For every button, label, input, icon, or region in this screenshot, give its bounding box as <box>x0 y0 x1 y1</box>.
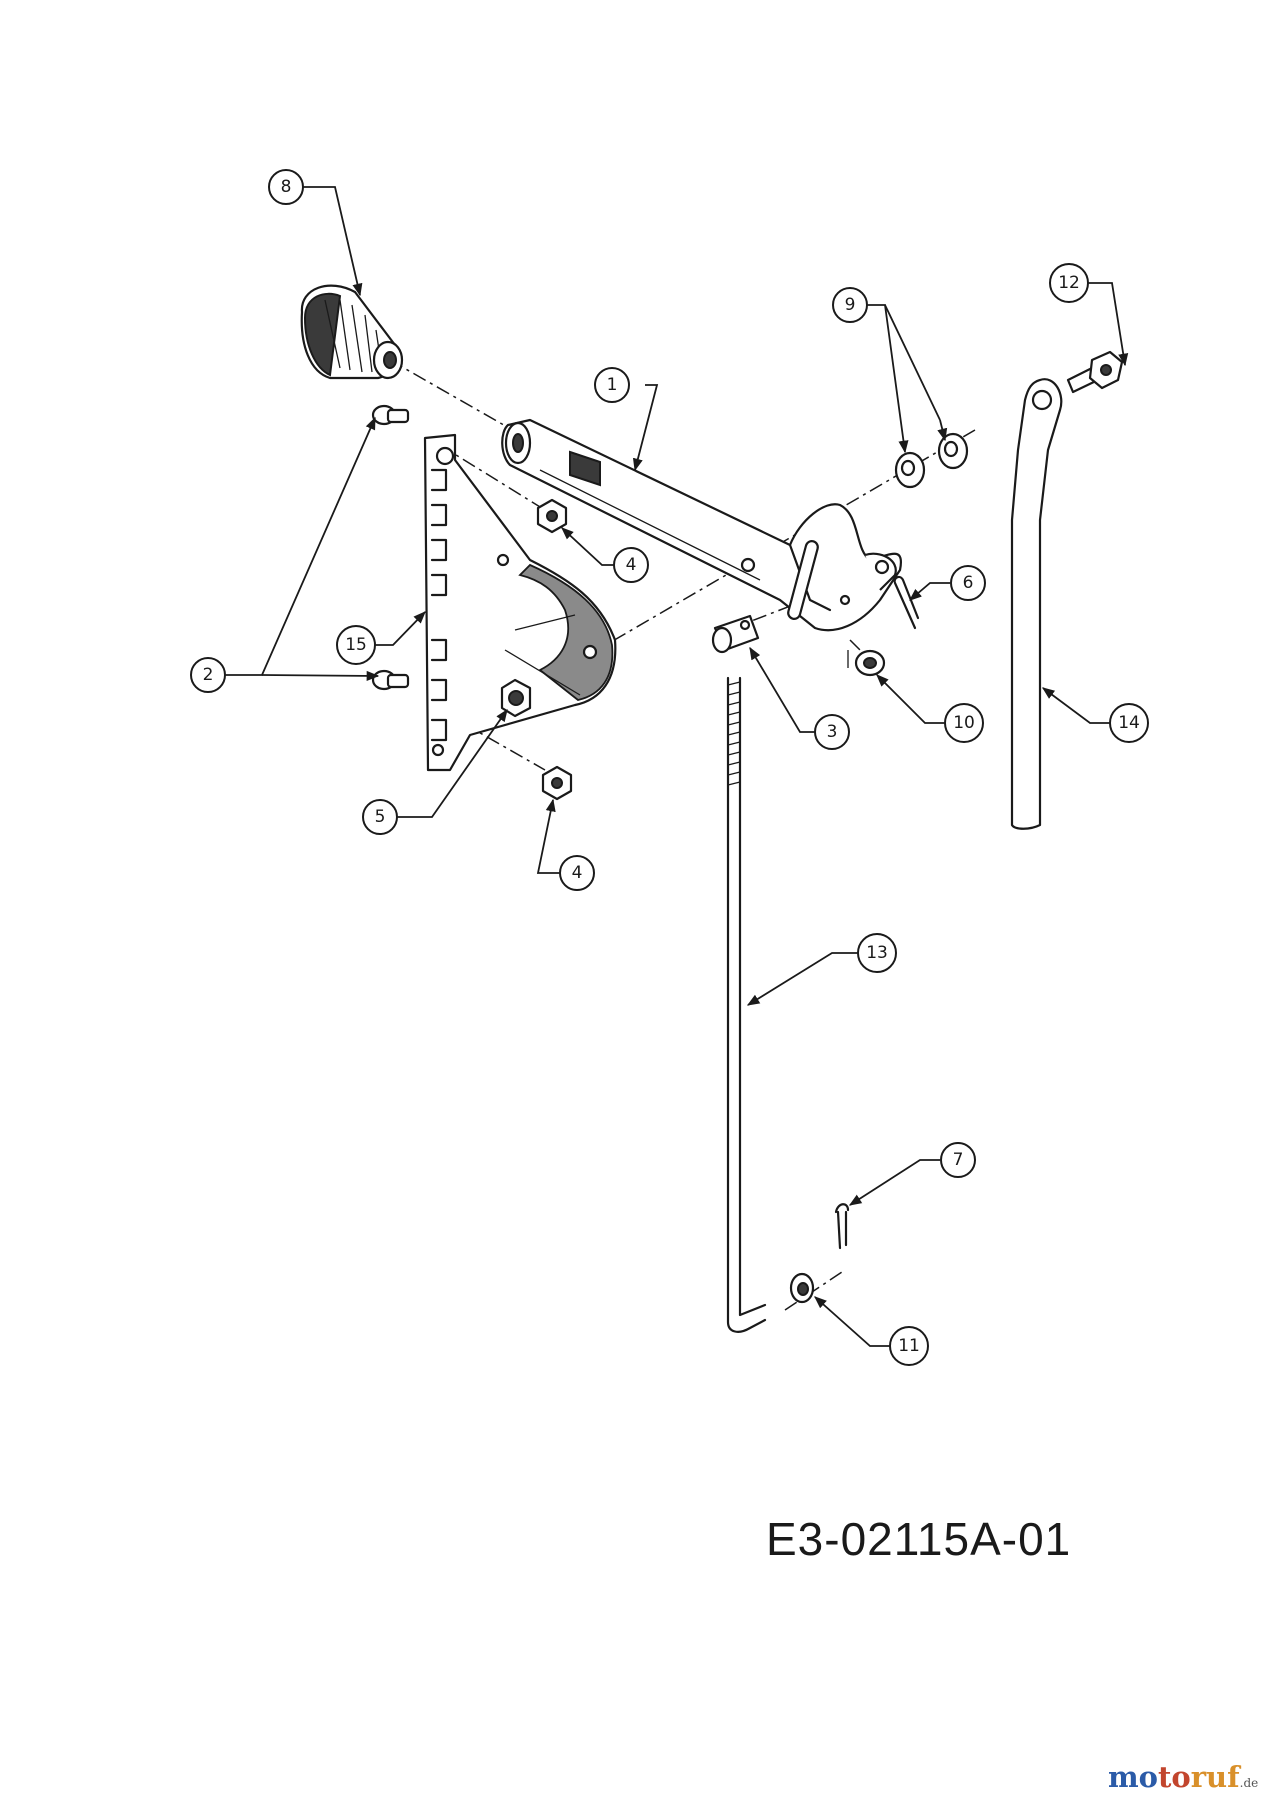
callout-4a-label: 4 <box>626 555 637 575</box>
callout-7: 7 <box>940 1142 976 1178</box>
shoulder-bolt-part-12 <box>1066 350 1124 394</box>
washer-part-10 <box>847 649 886 677</box>
watermark-segment-1: mo <box>1108 1760 1159 1794</box>
knob-part-8 <box>300 284 404 380</box>
bushing-part-5 <box>500 678 532 718</box>
sector-plate-part-15 <box>423 433 617 772</box>
nuts-part-4 <box>536 498 573 801</box>
callout-8-label: 8 <box>281 177 292 197</box>
rod-part-14 <box>1010 378 1063 830</box>
callout-14-label: 14 <box>1118 713 1140 733</box>
washer-part-11 <box>789 1272 815 1304</box>
callout-2-label: 2 <box>203 665 214 685</box>
rod-part-13 <box>726 676 767 1333</box>
callout-14: 14 <box>1109 703 1149 743</box>
ferrule-part-3 <box>711 614 760 654</box>
callout-5-label: 5 <box>375 807 386 827</box>
watermark-logo: motoruf.de <box>1108 1760 1258 1794</box>
callout-12-label: 12 <box>1058 273 1080 293</box>
callout-12: 12 <box>1049 263 1089 303</box>
callout-11-label: 11 <box>898 1336 920 1356</box>
callout-15-label: 15 <box>345 635 367 655</box>
callout-6-label: 6 <box>963 573 974 593</box>
hairpin-part-6 <box>893 575 920 630</box>
callout-3-label: 3 <box>827 722 838 742</box>
callout-5: 5 <box>362 799 398 835</box>
callout-15: 15 <box>336 625 376 665</box>
callout-13-label: 13 <box>866 943 888 963</box>
callout-13: 13 <box>857 933 897 973</box>
drawing-code: E3-02115A-01 <box>766 1513 1072 1565</box>
callout-7-label: 7 <box>953 1150 964 1170</box>
watermark-suffix: .de <box>1239 1776 1259 1790</box>
callout-10: 10 <box>944 703 984 743</box>
washers-part-9 <box>894 432 969 489</box>
callout-11: 11 <box>889 1326 929 1366</box>
callout-9-label: 9 <box>845 295 856 315</box>
callout-2: 2 <box>190 657 226 693</box>
callout-10-label: 10 <box>953 713 975 733</box>
callout-4b: 4 <box>559 855 595 891</box>
leader-lines <box>225 186 1129 1347</box>
callout-9: 9 <box>832 287 868 323</box>
lever-part-1 <box>501 418 903 632</box>
bolts-part-2 <box>371 404 410 691</box>
callout-1: 1 <box>594 367 630 403</box>
watermark-segment-3: ruf <box>1190 1760 1240 1794</box>
callout-1-label: 1 <box>607 375 618 395</box>
cotter-pin-part-7 <box>834 1203 850 1250</box>
callout-8: 8 <box>268 169 304 205</box>
callout-3: 3 <box>814 714 850 750</box>
callout-6: 6 <box>950 565 986 601</box>
callout-4a: 4 <box>613 547 649 583</box>
callout-4b-label: 4 <box>572 863 583 883</box>
watermark-segment-2: to <box>1158 1760 1191 1794</box>
